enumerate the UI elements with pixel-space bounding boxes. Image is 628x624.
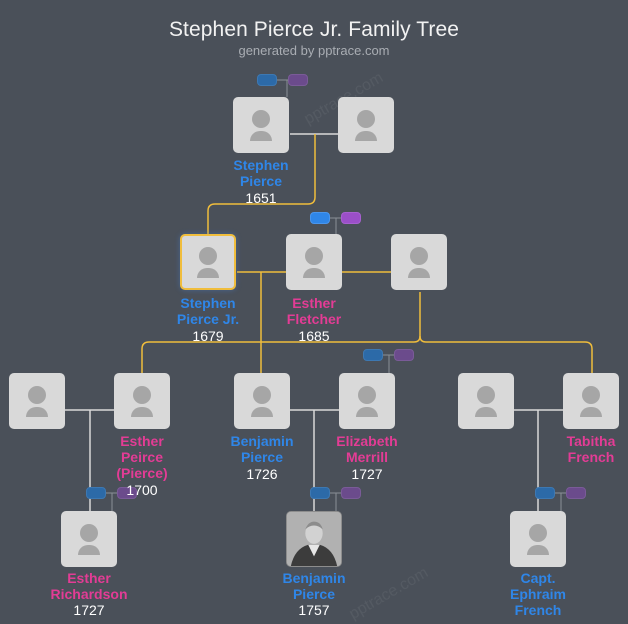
person-card-benjamin-pierce-1726[interactable] bbox=[234, 373, 290, 429]
father-toggle[interactable] bbox=[257, 74, 277, 86]
person-name[interactable]: Stephen Pierce Jr. bbox=[148, 295, 268, 327]
person-silhouette-icon bbox=[305, 247, 323, 265]
name-line: Ephraim bbox=[509, 586, 566, 602]
name-line: French bbox=[567, 449, 615, 465]
person-name[interactable]: Esther Peirce (Pierce) bbox=[82, 433, 202, 481]
birth-year: 1651 bbox=[245, 190, 277, 206]
person-silhouette-icon bbox=[582, 386, 600, 404]
name-line: Richardson bbox=[50, 586, 128, 602]
person-card-unknown-spouse[interactable] bbox=[458, 373, 514, 429]
person-silhouette-icon bbox=[253, 386, 271, 404]
name-line: Elizabeth bbox=[336, 433, 398, 449]
person-name[interactable]: Esther Richardson bbox=[29, 570, 149, 602]
person-card-unknown-spouse[interactable] bbox=[9, 373, 65, 429]
person-silhouette-icon bbox=[358, 386, 376, 404]
page-title: Stephen Pierce Jr. Family Tree bbox=[168, 18, 460, 41]
person-silhouette-icon bbox=[251, 407, 273, 417]
person-card-esther-fletcher[interactable] bbox=[286, 234, 342, 290]
person-silhouette-icon bbox=[78, 545, 100, 555]
person-card-esther-peirce[interactable] bbox=[114, 373, 170, 429]
father-toggle[interactable] bbox=[310, 487, 330, 499]
person-name[interactable]: Elizabeth Merrill bbox=[307, 433, 427, 465]
page-subtitle: generated by pptrace.com bbox=[238, 43, 390, 58]
name-line: Peirce bbox=[120, 449, 164, 465]
birth-year: 1727 bbox=[351, 466, 383, 482]
name-line: Capt. bbox=[520, 570, 556, 586]
mother-toggle[interactable] bbox=[288, 74, 308, 86]
birth-year: 1727 bbox=[73, 602, 105, 618]
name-line: Stephen bbox=[180, 295, 236, 311]
person-card-elizabeth-merrill[interactable] bbox=[339, 373, 395, 429]
person-card-tabitha-french[interactable] bbox=[563, 373, 619, 429]
name-line: Benjamin bbox=[230, 433, 294, 449]
person-card-stephen-pierce-jr[interactable] bbox=[180, 234, 236, 290]
person-name[interactable]: Benjamin Pierce bbox=[202, 433, 322, 465]
mother-toggle[interactable] bbox=[341, 487, 361, 499]
person-silhouette-icon bbox=[410, 247, 428, 265]
person-silhouette-icon bbox=[475, 407, 497, 417]
birth-year: 1679 bbox=[192, 328, 224, 344]
person-name[interactable]: Tabitha French bbox=[531, 433, 628, 465]
name-line: Merrill bbox=[345, 449, 388, 465]
person-silhouette-icon bbox=[133, 386, 151, 404]
person-card-benjamin-pierce-1757[interactable] bbox=[286, 511, 342, 567]
name-line: Esther bbox=[292, 295, 336, 311]
name-line: Esther bbox=[120, 433, 164, 449]
birth-year: 1726 bbox=[246, 466, 278, 482]
name-line: (Pierce) bbox=[116, 465, 168, 481]
mother-toggle[interactable] bbox=[566, 487, 586, 499]
father-toggle[interactable] bbox=[363, 349, 383, 361]
mother-toggle[interactable] bbox=[341, 212, 361, 224]
person-silhouette-icon bbox=[527, 545, 549, 555]
person-silhouette-icon bbox=[80, 524, 98, 542]
birth-year: 1757 bbox=[298, 602, 330, 618]
person-silhouette-icon bbox=[197, 268, 219, 278]
name-line: Pierce Jr. bbox=[176, 311, 240, 327]
name-line: Pierce bbox=[240, 449, 284, 465]
person-silhouette-icon bbox=[199, 247, 217, 265]
person-name[interactable]: Stephen Pierce bbox=[201, 157, 321, 189]
person-silhouette-icon bbox=[408, 268, 430, 278]
mother-toggle[interactable] bbox=[394, 349, 414, 361]
person-silhouette-icon bbox=[355, 131, 377, 141]
name-line: Benjamin bbox=[282, 570, 346, 586]
person-silhouette-icon bbox=[26, 407, 48, 417]
birth-year: 1685 bbox=[298, 328, 330, 344]
person-silhouette-icon bbox=[529, 524, 547, 542]
person-name[interactable]: Capt. Ephraim French bbox=[478, 570, 598, 618]
person-silhouette-icon bbox=[252, 110, 270, 128]
person-card-stephen-pierce[interactable] bbox=[233, 97, 289, 153]
mother-toggle[interactable] bbox=[117, 487, 137, 499]
person-silhouette-icon bbox=[250, 131, 272, 141]
person-silhouette-icon bbox=[580, 407, 602, 417]
portrait-photo bbox=[287, 512, 341, 566]
father-toggle[interactable] bbox=[86, 487, 106, 499]
name-line: Esther bbox=[67, 570, 111, 586]
person-silhouette-icon bbox=[303, 268, 325, 278]
person-name[interactable]: Benjamin Pierce bbox=[254, 570, 374, 602]
person-card-unknown-spouse[interactable] bbox=[338, 97, 394, 153]
person-silhouette-icon bbox=[131, 407, 153, 417]
name-line: Fletcher bbox=[286, 311, 342, 327]
name-line: Pierce bbox=[239, 173, 283, 189]
name-line: Pierce bbox=[292, 586, 336, 602]
birth-year: 1700 bbox=[126, 482, 158, 498]
person-silhouette-icon bbox=[356, 407, 378, 417]
person-card-esther-richardson[interactable] bbox=[61, 511, 117, 567]
name-line: Stephen bbox=[233, 157, 289, 173]
father-toggle[interactable] bbox=[535, 487, 555, 499]
father-toggle[interactable] bbox=[310, 212, 330, 224]
person-card-ephraim-french[interactable] bbox=[510, 511, 566, 567]
name-line: Tabitha bbox=[566, 433, 616, 449]
person-silhouette-icon bbox=[28, 386, 46, 404]
person-name[interactable]: Esther Fletcher bbox=[254, 295, 374, 327]
person-card-unknown-spouse[interactable] bbox=[391, 234, 447, 290]
name-line: French bbox=[514, 602, 562, 618]
person-silhouette-icon bbox=[357, 110, 375, 128]
person-silhouette-icon bbox=[477, 386, 495, 404]
